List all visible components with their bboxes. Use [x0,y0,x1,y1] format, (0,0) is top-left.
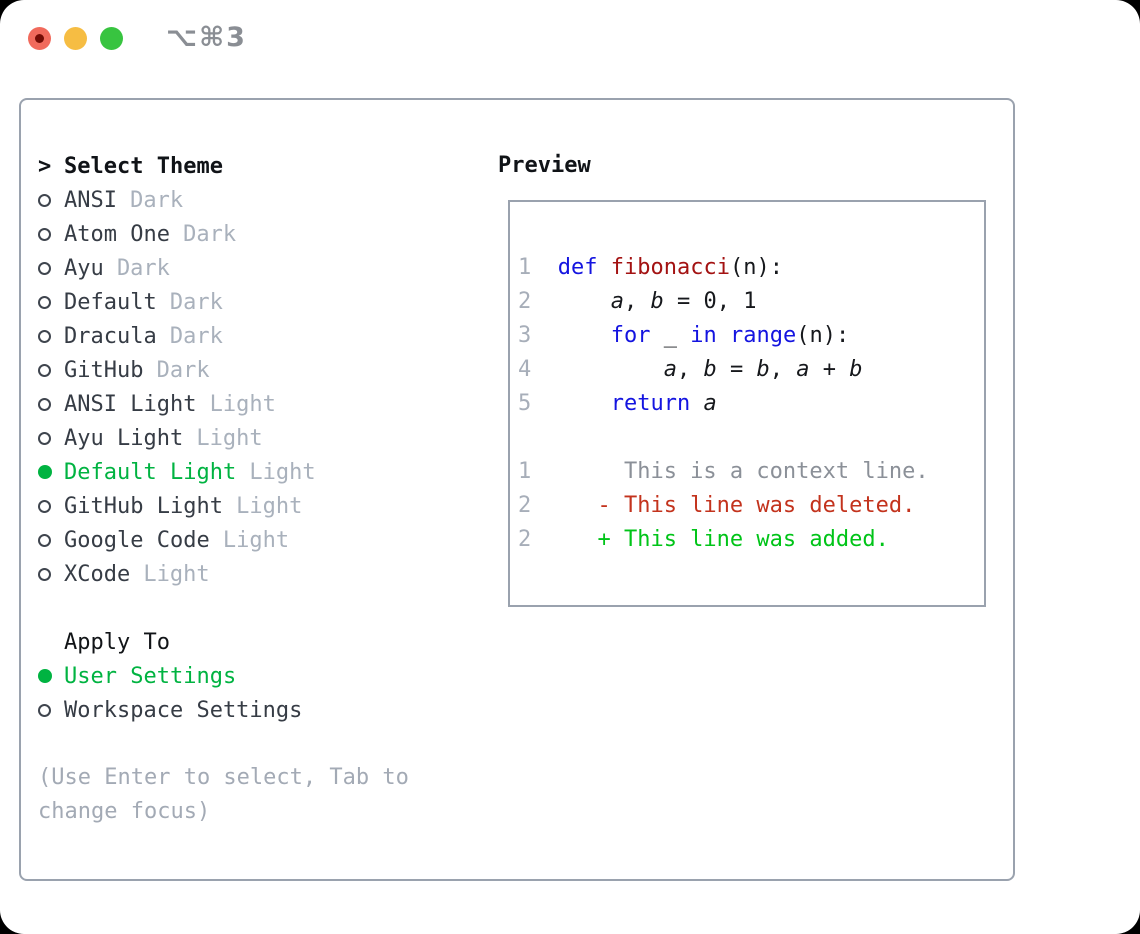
item-label: Ayu Light [64,425,184,451]
list-item[interactable]: Dracula Dark [38,319,316,353]
preview-title: Preview [498,153,591,178]
preview-line: 1 This is a context line. [518,455,984,489]
line-number: 5 [518,391,532,416]
item-variant-label: Dark [116,255,170,281]
item-label: ANSI [64,187,117,213]
line-number: 2 [518,493,532,518]
item-label: Workspace Settings [64,697,303,723]
item-variant-label: Dark [169,289,223,315]
preview-line: 4 a, b = b, a + b [518,353,984,387]
list-item[interactable]: XCode Light [38,557,316,591]
list-item[interactable]: GitHub Light Light [38,489,316,523]
list-item[interactable]: Atom One Dark [38,217,316,251]
list-item[interactable]: Ayu Dark [38,251,316,285]
preview-line: 2 + This line was added. [518,523,984,557]
line-number: 2 [518,289,532,314]
item-label: Dracula [64,323,157,349]
item-label: XCode [64,561,131,587]
item-label: User Settings [64,663,237,689]
list-item[interactable]: ANSI Dark [38,183,316,217]
item-variant-label: Light [222,527,290,553]
item-variant-label: Light [143,561,210,587]
item-variant-label: Dark [156,357,210,383]
keyboard-shortcut-label: ⌥⌘3 [166,22,247,53]
item-variant-label: Light [236,493,303,519]
diff-preview: 1 This is a context line.2 - This line w… [518,455,984,557]
theme-list-title: Select Theme [64,153,223,179]
line-number: 1 [518,255,532,280]
radio-icon [38,431,51,445]
item-variant-label: Light [249,459,316,485]
preview-line: 3 for _ in range(n): [518,319,984,353]
item-variant-label: Dark [183,221,237,247]
list-item[interactable]: GitHub Dark [38,353,316,387]
list-item[interactable]: ANSI Light Light [38,387,316,421]
item-label: ANSI Light [64,391,197,417]
preview-line: 2 - This line was deleted. [518,489,984,523]
list-item[interactable]: User Settings [38,659,302,693]
radio-icon [38,397,51,411]
radio-selected-icon [38,465,52,479]
blank-line [518,421,984,455]
item-variant-label: Dark [130,187,184,213]
preview-line: 5 return a [518,387,984,421]
line-number: 4 [518,357,532,382]
line-number: 3 [518,323,532,348]
zoom-button[interactable] [100,27,123,50]
radio-icon [38,567,51,581]
radio-icon [38,193,51,207]
item-variant-label: Light [209,391,276,417]
radio-icon [38,261,51,275]
radio-icon [38,703,51,717]
item-label: GitHub [64,357,144,383]
list-item[interactable]: Google Code Light [38,523,316,557]
radio-selected-icon [38,669,52,683]
item-label: Google Code [64,527,210,553]
item-label: Default Light [64,459,237,485]
line-number: 1 [518,459,532,484]
radio-icon [38,295,51,309]
list-item[interactable]: Workspace Settings [38,693,302,727]
help-text: (Use Enter to select, Tab to change focu… [38,765,409,824]
close-button[interactable] [28,27,51,50]
radio-icon [38,329,51,343]
prompt-arrow-icon: > [38,153,52,179]
radio-icon [38,533,51,547]
apply-to-header: Apply To [38,625,302,659]
item-label: Ayu [64,255,104,281]
item-label: GitHub Light [64,493,223,519]
theme-list-header: > Select Theme [38,149,316,183]
list-item[interactable]: Ayu Light Light [38,421,316,455]
item-variant-label: Light [196,425,263,451]
item-variant-label: Dark [169,323,223,349]
radio-icon [38,363,51,377]
radio-icon [38,499,51,513]
apply-to-title: Apply To [64,629,170,655]
list-item[interactable]: Default Dark [38,285,316,319]
preview-line: 2 a, b = 0, 1 [518,285,984,319]
radio-icon [38,227,51,241]
line-number: 2 [518,527,532,552]
item-label: Atom One [64,221,170,247]
item-label: Default [64,289,157,315]
minimize-button[interactable] [64,27,87,50]
list-item[interactable]: Default Light Light [38,455,316,489]
